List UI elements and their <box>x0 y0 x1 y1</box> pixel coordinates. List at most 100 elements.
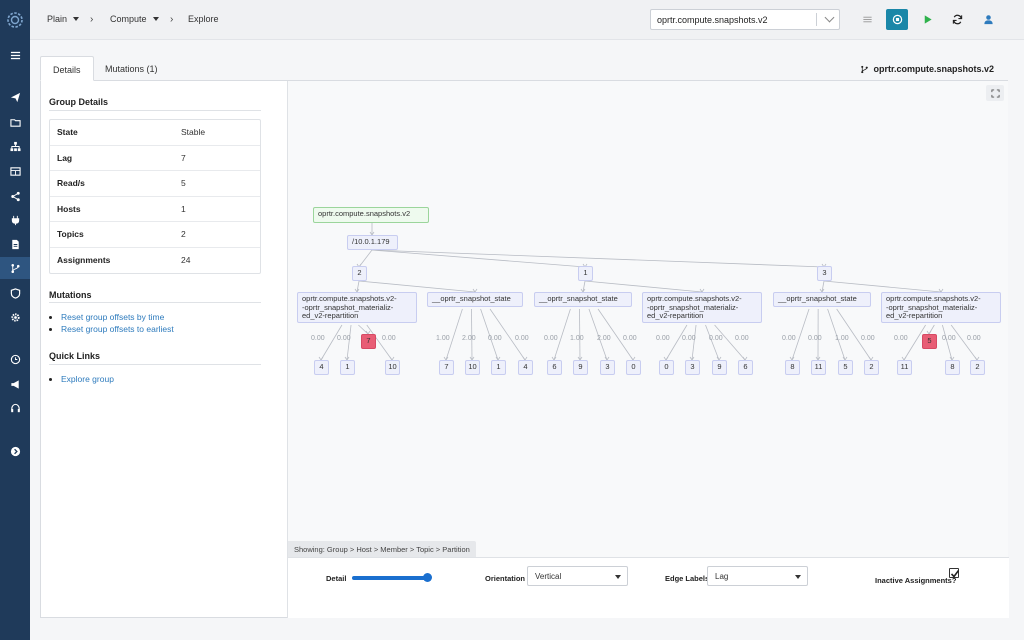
clock-icon[interactable] <box>0 348 30 370</box>
member-node[interactable]: 1 <box>578 266 593 281</box>
partition-node[interactable]: 2 <box>970 360 985 375</box>
detail-slider[interactable] <box>352 573 432 582</box>
partition-node[interactable]: 0 <box>659 360 674 375</box>
partition-node[interactable]: 0 <box>626 360 641 375</box>
orientation-value: Vertical <box>535 572 562 581</box>
partition-node[interactable]: 5 <box>838 360 853 375</box>
partition-node[interactable]: 11 <box>897 360 912 375</box>
group-node[interactable]: oprtr.compute.snapshots.v2 <box>313 207 429 223</box>
slider-thumb[interactable] <box>423 573 432 582</box>
plug-icon[interactable] <box>0 209 30 231</box>
partition-node[interactable]: 9 <box>712 360 727 375</box>
divider <box>49 302 261 303</box>
graph-edge <box>356 280 360 293</box>
breadcrumb-root-label: Plain <box>47 14 68 24</box>
topic-state-node[interactable]: __oprtr_snapshot_state <box>427 292 523 307</box>
detail-label: Detail <box>326 574 347 583</box>
partition-node[interactable]: 10 <box>465 360 480 375</box>
topic-repartition-node[interactable]: oprtr.compute.snapshots.v2--oprtr_snapsh… <box>297 292 417 323</box>
edge-lag-label: 0.00 <box>623 335 637 342</box>
graph-edge <box>553 308 571 361</box>
table-icon[interactable] <box>0 160 30 182</box>
partition-node[interactable]: 3 <box>600 360 615 375</box>
orientation-select[interactable]: Vertical <box>527 566 628 586</box>
partition-node[interactable]: 2 <box>864 360 879 375</box>
share-icon[interactable] <box>0 185 30 207</box>
partition-node[interactable]: 7 <box>439 360 454 375</box>
partition-node[interactable]: 5 <box>922 334 937 349</box>
partition-node[interactable]: 4 <box>314 360 329 375</box>
partition-node[interactable]: 4 <box>518 360 533 375</box>
partition-node[interactable]: 11 <box>811 360 826 375</box>
graph-edge <box>358 324 369 335</box>
fullscreen-button[interactable] <box>986 85 1004 101</box>
group-select[interactable]: oprtr.compute.snapshots.v2 <box>650 9 840 30</box>
inactive-assignments-checkbox[interactable] <box>949 568 960 578</box>
topology-graph[interactable]: oprtr.compute.snapshots.v2/10.0.1.179 2 1 3… <box>287 81 1009 618</box>
folder-icon[interactable] <box>0 111 30 133</box>
node-label: 7 <box>366 336 371 346</box>
explore-group-link[interactable]: Explore group <box>61 374 114 384</box>
topic-repartition-node[interactable]: oprtr.compute.snapshots.v2--oprtr_snapsh… <box>642 292 762 323</box>
send-icon[interactable] <box>0 86 30 108</box>
menu-icon[interactable] <box>0 44 30 66</box>
breadcrumb-section[interactable]: Compute <box>110 14 159 24</box>
partition-node[interactable]: 8 <box>785 360 800 375</box>
member-node[interactable]: 2 <box>352 266 367 281</box>
partition-node[interactable]: 8 <box>945 360 960 375</box>
tab-mutations[interactable]: Mutations (1) <box>105 64 158 74</box>
expand-nav-icon[interactable] <box>0 440 30 462</box>
group-title: oprtr.compute.snapshots.v2 <box>860 64 994 74</box>
edge-lag-label: 1.00 <box>835 335 849 342</box>
row-value: 2 <box>181 229 186 240</box>
reset-offsets-by-time-link[interactable]: Reset group offsets by time <box>61 312 174 322</box>
mutations-title: Mutations <box>49 290 92 300</box>
node-label: 4 <box>523 362 528 372</box>
list-icon <box>862 16 872 23</box>
document-icon[interactable] <box>0 233 30 255</box>
list-button[interactable] <box>856 9 878 30</box>
edge-lag-label: 2.00 <box>462 335 476 342</box>
node-label: 8 <box>950 362 955 372</box>
partition-node[interactable]: 3 <box>685 360 700 375</box>
play-button[interactable] <box>916 9 938 30</box>
row-value: 5 <box>181 178 186 189</box>
caret-down-icon <box>795 575 801 579</box>
headset-icon[interactable] <box>0 397 30 419</box>
topic-state-node[interactable]: __oprtr_snapshot_state <box>773 292 871 307</box>
partition-node[interactable]: 7 <box>361 334 376 349</box>
megaphone-icon[interactable] <box>0 373 30 395</box>
stop-button[interactable] <box>886 9 908 30</box>
caret-down-icon <box>152 17 159 21</box>
partition-node[interactable]: 1 <box>340 360 355 375</box>
graph-edge <box>691 324 697 361</box>
graph-edge <box>445 308 463 361</box>
sitemap-icon[interactable] <box>0 135 30 157</box>
edge-lag-label: 0.00 <box>735 335 749 342</box>
topic-repartition-node[interactable]: oprtr.compute.snapshots.v2--oprtr_snapsh… <box>881 292 1001 323</box>
tab-details[interactable]: Details <box>40 56 94 81</box>
partition-node[interactable]: 6 <box>738 360 753 375</box>
shield-icon[interactable] <box>0 282 30 304</box>
partition-node[interactable]: 10 <box>385 360 400 375</box>
graph-edge <box>582 280 586 293</box>
gear-icon[interactable] <box>0 306 30 328</box>
breadcrumb-root[interactable]: Plain <box>47 14 80 24</box>
host-node[interactable]: /10.0.1.179 <box>347 235 398 250</box>
refresh-button[interactable] <box>946 9 968 30</box>
node-label: 5 <box>927 336 932 346</box>
partition-node[interactable]: 9 <box>573 360 588 375</box>
row-key: Hosts <box>57 203 81 214</box>
user-button[interactable] <box>977 9 999 30</box>
app-logo-icon[interactable] <box>5 10 25 30</box>
branch-icon[interactable] <box>0 257 30 279</box>
row-key: State <box>57 127 78 138</box>
partition-node[interactable]: 6 <box>547 360 562 375</box>
member-node[interactable]: 3 <box>817 266 832 281</box>
edge-labels-select[interactable]: Lag <box>707 566 808 586</box>
topic-state-node[interactable]: __oprtr_snapshot_state <box>534 292 632 307</box>
partition-node[interactable]: 1 <box>491 360 506 375</box>
reset-offsets-to-earliest-link[interactable]: Reset group offsets to earliest <box>61 324 174 334</box>
node-label: ed_v2-repartition <box>647 311 704 321</box>
